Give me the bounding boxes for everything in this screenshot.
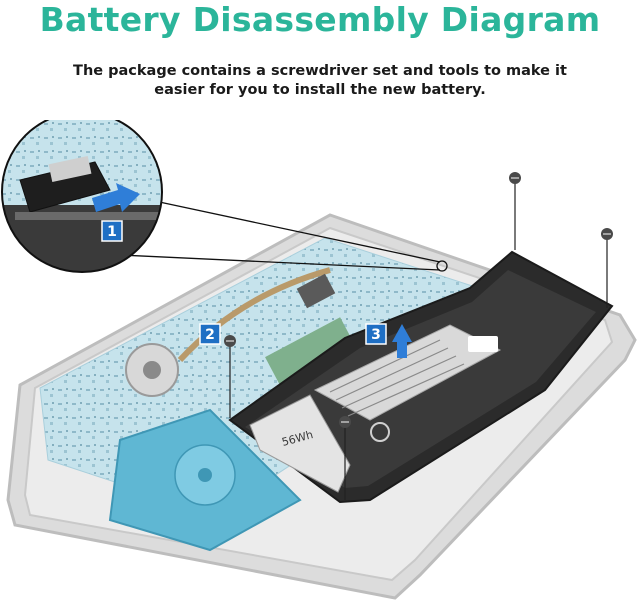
page-title: Battery Disassembly Diagram bbox=[0, 0, 640, 40]
svg-text:2: 2 bbox=[205, 327, 215, 343]
screw-top-right-2-icon bbox=[601, 228, 613, 308]
disassembly-diagram: 56Wh bbox=[0, 120, 640, 605]
step-badge-3: 3 bbox=[366, 324, 386, 344]
page-subtitle: The package contains a screwdriver set a… bbox=[60, 62, 580, 100]
screw-top-right-1-icon bbox=[509, 172, 521, 250]
step-badge-2: 2 bbox=[200, 324, 220, 344]
step-badge-1: 1 bbox=[102, 221, 122, 241]
svg-text:3: 3 bbox=[371, 327, 381, 343]
svg-text:1: 1 bbox=[107, 224, 117, 240]
zoom-callout bbox=[0, 120, 170, 285]
